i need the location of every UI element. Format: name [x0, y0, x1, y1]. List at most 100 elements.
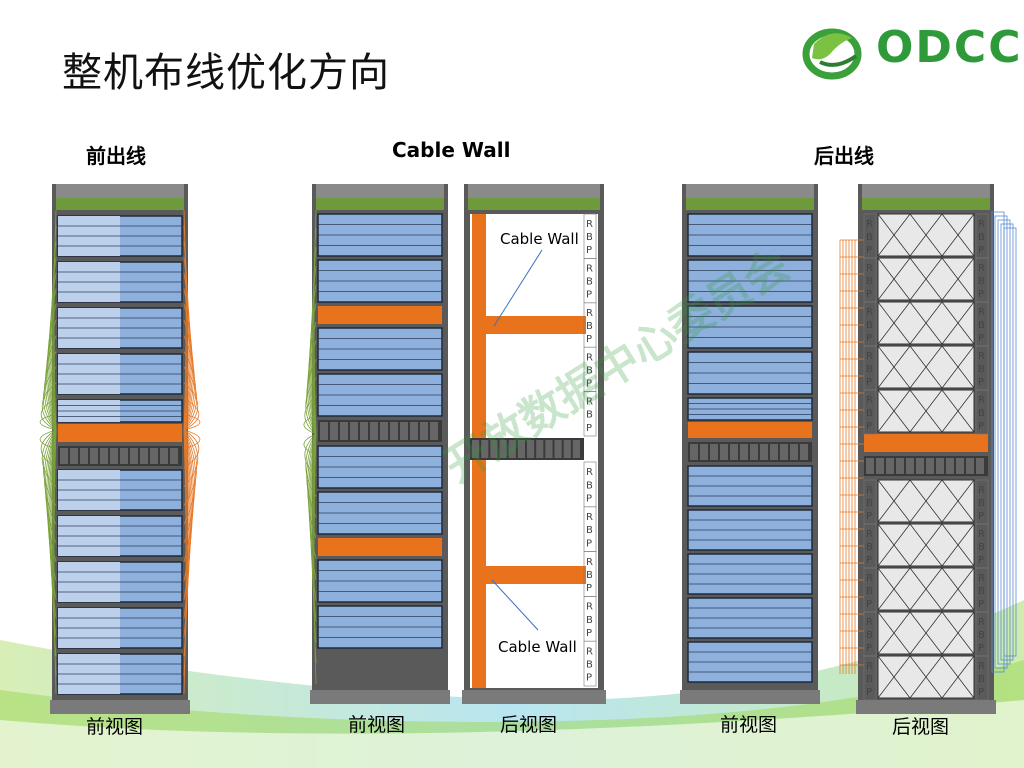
rbp-label: B: [586, 570, 593, 581]
psu-cross: [909, 567, 943, 611]
rbp-label: R: [978, 307, 985, 318]
rbp-label: P: [978, 289, 984, 300]
callout-line: [491, 579, 539, 631]
switch-port: [536, 440, 544, 458]
switch-port: [527, 440, 535, 458]
cable-line: [183, 241, 189, 431]
callout-cable-wall-bottom: Cable Wall: [498, 638, 577, 656]
rack-top-cap: [862, 184, 990, 198]
psu-cross: [941, 389, 975, 433]
switch-port: [517, 440, 525, 458]
psu-cross: [877, 213, 911, 257]
cable-line: [183, 335, 195, 431]
rbp-label: P: [586, 538, 592, 549]
rbp-label: P: [978, 687, 984, 698]
cable-line: [183, 429, 200, 469]
cable-line: [183, 429, 190, 638]
rbp-label: P: [978, 333, 984, 344]
cable-line: [183, 288, 192, 431]
cable-line: [310, 433, 317, 622]
rbp-label: P: [586, 378, 592, 389]
psu-cross: [877, 479, 911, 523]
label-rear-view-3: 后视图: [892, 716, 950, 738]
cable-line: [183, 304, 193, 431]
callout-line: [493, 249, 543, 327]
rack-top-panel: [56, 198, 184, 210]
rbp-label: B: [866, 630, 873, 641]
switch-port: [60, 448, 68, 464]
rbp-label: B: [978, 320, 985, 331]
rbp-label: R: [978, 573, 985, 584]
psu-cross: [941, 567, 975, 611]
rbp-label: B: [586, 321, 593, 332]
rbp-label: P: [586, 673, 592, 684]
switch-port: [906, 458, 914, 474]
psu-cross: [909, 345, 943, 389]
switch-port: [472, 440, 480, 458]
psu-cross: [877, 345, 911, 389]
switch-port: [946, 458, 954, 474]
rbp-label: R: [586, 308, 593, 319]
rbp-label: P: [866, 599, 872, 610]
switch-port: [430, 422, 438, 440]
psu-cross: [909, 213, 943, 257]
rack-base: [856, 700, 996, 714]
cable-line: [40, 398, 57, 431]
psu-cross: [941, 257, 975, 301]
cable-line: [183, 429, 189, 657]
rack-top-panel: [468, 198, 600, 210]
rbp-cell: [975, 655, 989, 701]
rack-base: [50, 700, 190, 714]
rbp-label: B: [978, 408, 985, 419]
switch-port: [140, 448, 148, 464]
switch-port: [740, 444, 748, 460]
label-cable-wall: Cable Wall: [392, 138, 511, 162]
cable-line: [50, 429, 57, 638]
rbp-cell: [863, 655, 877, 701]
cable-tray: [864, 434, 988, 452]
psu-cross: [877, 301, 911, 345]
rack-top-cap: [468, 184, 600, 198]
cable-line: [52, 225, 57, 431]
rbp-label: R: [586, 219, 593, 230]
switch-port: [896, 458, 904, 474]
switch-port: [563, 440, 571, 458]
psu-cross: [909, 523, 943, 567]
switch-port: [926, 458, 934, 474]
cable-line: [41, 382, 57, 431]
psu-cross: [941, 523, 975, 567]
cable-line: [39, 413, 57, 431]
switch-port: [700, 444, 708, 460]
cable-line: [183, 429, 195, 544]
rbp-label: P: [978, 245, 984, 256]
rbp-label: P: [978, 421, 984, 432]
rack-rear-rear-view: RBPRBPRBPRBPRBPRBPRBPRBPRBPRBPRBPRBPRBPR…: [839, 184, 1017, 714]
cable-line: [45, 335, 57, 431]
rbp-label: B: [866, 498, 873, 509]
rbp-label: R: [866, 661, 873, 672]
rbp-label: P: [586, 494, 592, 505]
switch-port: [100, 448, 108, 464]
psu-cross: [941, 611, 975, 655]
cable-line: [48, 429, 57, 600]
switch-port: [508, 440, 516, 458]
rbp-label: B: [586, 365, 593, 376]
rbp-label: B: [866, 542, 873, 553]
rbp-label: R: [866, 529, 873, 540]
cable-line: [47, 304, 57, 431]
rbp-label: P: [866, 377, 872, 388]
switch-port: [160, 448, 168, 464]
cable-line: [997, 219, 1011, 665]
switch-port: [410, 422, 418, 440]
cable-line: [309, 433, 317, 580]
cable-line: [183, 257, 190, 431]
rbp-label: P: [866, 555, 872, 566]
switch-port: [170, 448, 178, 464]
cable-line: [48, 288, 57, 431]
cable-tray: [318, 306, 442, 324]
rack-front-cabling: [39, 184, 201, 714]
cable-line: [1003, 227, 1017, 657]
switch-port: [800, 444, 808, 460]
